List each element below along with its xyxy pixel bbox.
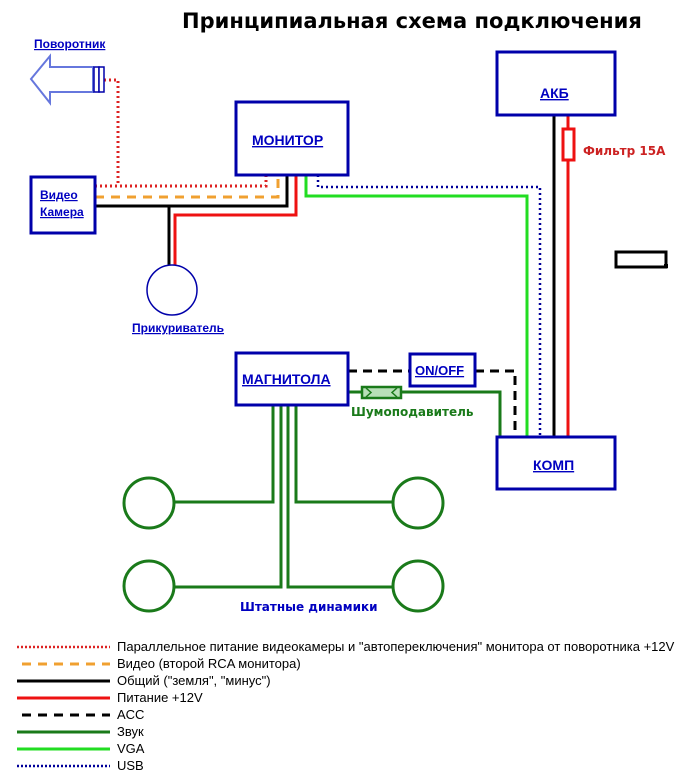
turn-signal[interactable]: Поворотник bbox=[29, 37, 106, 106]
wire-vga bbox=[304, 175, 529, 437]
wire-usb bbox=[316, 175, 542, 437]
wire-speaker-rear-left bbox=[174, 405, 283, 589]
switch-label: ON/OFF bbox=[415, 363, 464, 378]
legend-label: USB bbox=[117, 758, 144, 773]
wire-speaker-front-left bbox=[174, 405, 275, 504]
legend-item-sound: Звук bbox=[17, 724, 144, 739]
legend: Параллельное питание видеокамеры и "авто… bbox=[17, 639, 675, 773]
wire-parallel-power-turn bbox=[104, 78, 120, 186]
legend-label: ACC bbox=[117, 707, 144, 722]
legend-item-power: Питание +12V bbox=[17, 690, 203, 705]
switch-box[interactable]: ON/OFF bbox=[408, 352, 477, 388]
speaker-front-right-icon bbox=[391, 476, 445, 530]
wire-parallel-power bbox=[95, 175, 268, 188]
noise-filter: Шумоподавитель bbox=[351, 385, 474, 419]
legend-label: VGA bbox=[117, 741, 145, 756]
fuse: Фильтр 15А bbox=[561, 127, 666, 162]
turn-signal-label[interactable]: Поворотник bbox=[34, 37, 106, 51]
video-camera-box[interactable]: Видео Камера bbox=[29, 175, 97, 235]
lighter-label: Прикуриватель bbox=[132, 321, 224, 335]
legend-item-parallel-power: Параллельное питание видеокамеры и "авто… bbox=[17, 639, 675, 654]
speaker-rear-right-icon bbox=[391, 559, 445, 613]
wires bbox=[95, 78, 570, 589]
relay-terminal-icon bbox=[664, 264, 668, 268]
wire-speaker-front-right bbox=[294, 405, 393, 504]
noise-filter-icon bbox=[360, 385, 403, 400]
head-unit-box[interactable]: МАГНИТОЛА bbox=[234, 351, 350, 407]
speaker-front-left-icon bbox=[122, 476, 176, 530]
legend-item-vga: VGA bbox=[17, 741, 145, 756]
legend-item-video: Видео (второй RCA монитора) bbox=[22, 656, 301, 671]
monitor-box[interactable]: МОНИТОР bbox=[234, 100, 350, 177]
legend-label: Питание +12V bbox=[117, 690, 203, 705]
computer-label: КОМП bbox=[533, 457, 574, 473]
battery-box[interactable]: АКБ bbox=[495, 50, 617, 117]
lighter-icon bbox=[146, 264, 198, 316]
wire-speaker-rear-right bbox=[286, 405, 393, 589]
fuse-icon bbox=[561, 127, 576, 162]
video-camera-label-2: Камера bbox=[40, 205, 84, 219]
legend-item-usb: USB bbox=[17, 758, 144, 773]
lighter[interactable]: Прикуриватель bbox=[132, 264, 224, 335]
relay-icon bbox=[614, 250, 668, 269]
fuse-label: Фильтр 15А bbox=[583, 144, 666, 158]
speaker-rear-left-icon bbox=[122, 559, 176, 613]
legend-label: Видео (второй RCA монитора) bbox=[117, 656, 301, 671]
video-camera-label-1: Видео bbox=[40, 188, 78, 202]
legend-item-ground: Общий ("земля", "минус") bbox=[17, 673, 271, 688]
wire-power-lighter bbox=[173, 175, 298, 265]
monitor-label: МОНИТОР bbox=[252, 132, 323, 148]
wire-acc-2 bbox=[475, 369, 517, 437]
diagram-title: Принципиальная схема подключения bbox=[182, 9, 642, 33]
turn-signal-arrow-icon bbox=[29, 53, 94, 106]
legend-item-acc: ACC bbox=[22, 707, 144, 722]
computer-box[interactable]: КОМП bbox=[495, 435, 617, 491]
speakers: Штатные динамики bbox=[122, 476, 445, 614]
turn-signal-cap-icon bbox=[98, 66, 105, 93]
head-unit-label: МАГНИТОЛА bbox=[242, 371, 331, 387]
speakers-label: Штатные динамики bbox=[240, 600, 378, 614]
legend-label: Звук bbox=[117, 724, 144, 739]
wire-video bbox=[95, 175, 280, 199]
wire-ground-monitor bbox=[95, 175, 289, 208]
legend-label: Параллельное питание видеокамеры и "авто… bbox=[117, 639, 675, 654]
legend-label: Общий ("земля", "минус") bbox=[117, 673, 271, 688]
battery-label: АКБ bbox=[540, 85, 569, 101]
noise-filter-label: Шумоподавитель bbox=[351, 405, 474, 419]
